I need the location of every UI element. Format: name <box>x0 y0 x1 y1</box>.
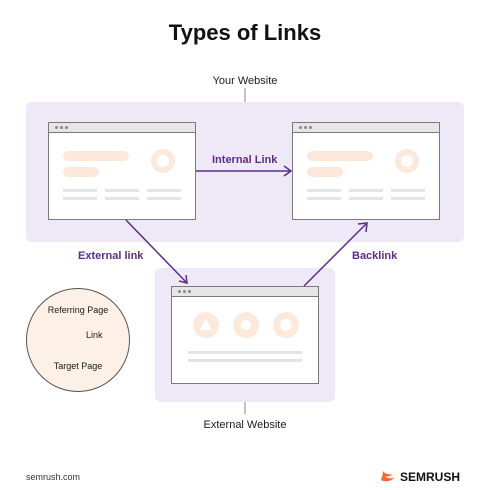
internal-link-label: Internal Link <box>212 154 278 166</box>
referring-page-window <box>48 122 196 220</box>
text-line <box>391 189 425 192</box>
image-placeholder-icon <box>151 149 175 173</box>
text-line <box>391 197 425 200</box>
internal-link-arrowhead <box>283 165 293 177</box>
brand-name: SEMRUSH <box>399 470 460 484</box>
text-line <box>307 189 341 192</box>
text-line <box>188 351 302 354</box>
external-page-window <box>171 286 319 384</box>
window-dot <box>178 290 181 293</box>
window-dot <box>60 126 63 129</box>
content-placeholder <box>307 151 373 161</box>
legend-referring-page: Referring Page <box>47 305 109 315</box>
external-link-arrowhead <box>178 274 188 284</box>
gear-icon <box>241 320 251 330</box>
external-link-arrow <box>125 219 187 283</box>
backlink-arrowhead <box>357 222 368 233</box>
window-dot <box>188 290 191 293</box>
content-placeholder <box>63 167 99 177</box>
window-dot <box>55 126 58 129</box>
window-dot <box>309 126 312 129</box>
brand-logo: SEMRUSH <box>380 470 460 484</box>
your-website-label: Your Website <box>212 75 278 87</box>
backlink-arrow <box>303 223 367 287</box>
legend-link: Link <box>86 330 103 340</box>
text-line <box>307 197 341 200</box>
legend-circle <box>26 288 130 392</box>
content-placeholder <box>307 167 343 177</box>
window-title-bar <box>49 123 195 133</box>
diagram-title: Types of Links <box>168 20 322 45</box>
external-website-label: External Website <box>203 419 287 431</box>
triangle-icon <box>200 319 212 330</box>
shape-icons <box>193 312 299 338</box>
text-line <box>349 189 383 192</box>
footer-site: semrush.com <box>26 472 81 482</box>
window-dot <box>299 126 302 129</box>
text-line <box>105 189 139 192</box>
text-line <box>63 189 97 192</box>
text-line <box>188 359 302 362</box>
text-line <box>147 197 181 200</box>
window-title-bar <box>293 123 439 133</box>
legend-target-page: Target Page <box>53 361 103 371</box>
window-title-bar <box>172 287 318 297</box>
window-dot <box>304 126 307 129</box>
image-placeholder-icon <box>395 149 419 173</box>
text-line <box>147 189 181 192</box>
text-line <box>63 197 97 200</box>
backlink-label: Backlink <box>352 250 398 262</box>
external-link-label: External link <box>78 250 144 262</box>
semrush-flame-icon <box>380 471 395 482</box>
circle-icon <box>280 319 292 331</box>
target-page-window <box>292 122 440 220</box>
window-dot <box>183 290 186 293</box>
text-line <box>349 197 383 200</box>
content-placeholder <box>63 151 129 161</box>
text-line <box>105 197 139 200</box>
window-dot <box>65 126 68 129</box>
